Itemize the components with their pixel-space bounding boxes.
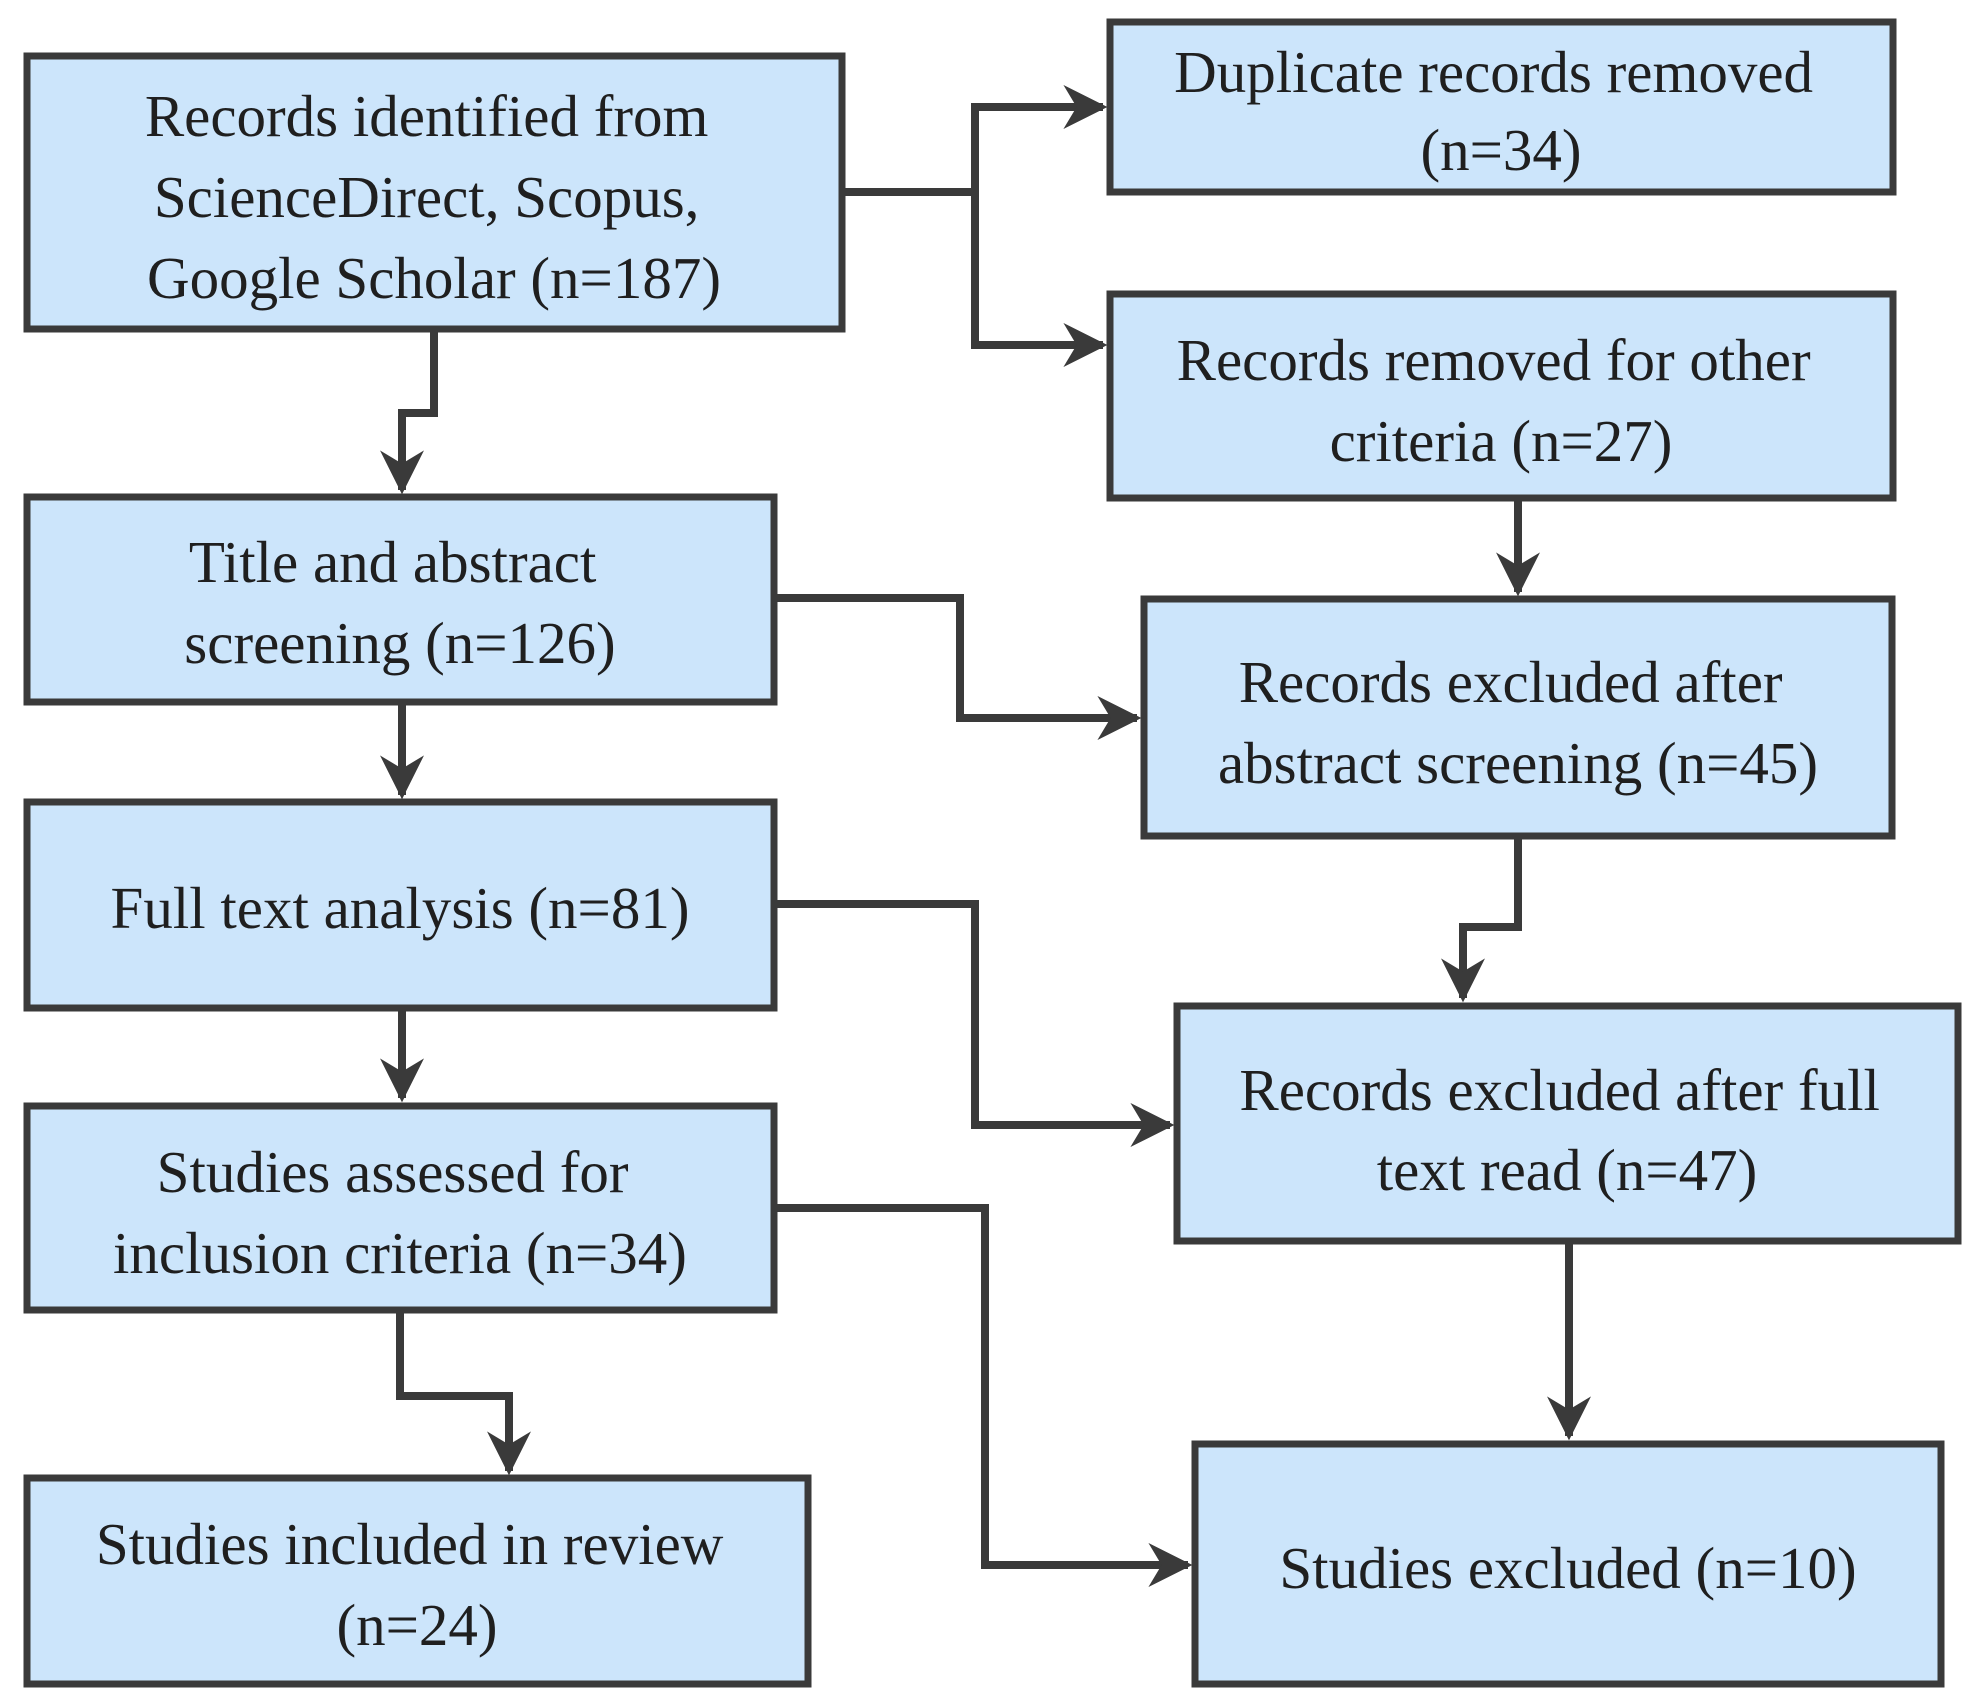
node-excluded-abstract-box bbox=[1140, 595, 1896, 840]
node-included-line-1: Studies included in review bbox=[96, 1511, 724, 1577]
node-included: Studies included in review (n=24) bbox=[23, 1474, 812, 1688]
node-assessed-box bbox=[23, 1102, 778, 1314]
node-removed-other: Records removed for other criteria (n=27… bbox=[1106, 290, 1897, 502]
node-excluded-abstract-label: Records excluded after abstract screenin… bbox=[1218, 649, 1818, 796]
node-records-identified-line-1: Records identified from bbox=[145, 83, 709, 149]
node-assessed: Studies assessed for inclusion criteria … bbox=[23, 1102, 778, 1314]
node-full-text-line-1: Full text analysis (n=81) bbox=[111, 875, 690, 941]
node-excluded-studies-line-1: Studies excluded (n=10) bbox=[1279, 1535, 1856, 1601]
node-excluded-fulltext-line-2: text read (n=47) bbox=[1377, 1137, 1758, 1203]
node-assessed-line-1: Studies assessed for bbox=[157, 1139, 629, 1205]
arrow-assessed-to-excluded-studies bbox=[774, 1204, 1193, 1587]
node-removed-other-line-2: criteria (n=27) bbox=[1330, 408, 1673, 474]
arrow-fulltext-to-excluded-fulltext bbox=[774, 900, 1175, 1147]
arrow-identified-to-duplicates bbox=[842, 85, 1108, 196]
node-excluded-fulltext-line-1: Records excluded after full bbox=[1239, 1057, 1880, 1123]
node-title-abstract: Title and abstract screening (n=126) bbox=[23, 493, 778, 706]
node-full-text-label: Full text analysis (n=81) bbox=[111, 875, 690, 941]
node-duplicates-removed-label: Duplicate records removed (n=34) bbox=[1174, 39, 1828, 183]
node-excluded-fulltext: Records excluded after full text read (n… bbox=[1173, 1002, 1962, 1245]
node-excluded-studies: Studies excluded (n=10) bbox=[1191, 1440, 1945, 1688]
node-title-abstract-line-1: Title and abstract bbox=[189, 529, 597, 595]
arrow-screening-to-excluded-abstract bbox=[774, 594, 1142, 740]
node-records-identified-line-3: Google Scholar (n=187) bbox=[147, 245, 721, 311]
node-title-abstract-box bbox=[23, 493, 778, 706]
node-title-abstract-label: Title and abstract screening (n=126) bbox=[184, 529, 615, 676]
node-excluded-studies-label: Studies excluded (n=10) bbox=[1279, 1535, 1856, 1601]
node-records-identified: Records identified from ScienceDirect, S… bbox=[23, 52, 846, 333]
arrow-assessed-to-included bbox=[396, 1312, 531, 1476]
node-duplicates-removed: Duplicate records removed (n=34) bbox=[1106, 18, 1897, 196]
node-removed-other-box bbox=[1106, 290, 1897, 502]
connectors bbox=[380, 85, 1591, 1587]
arrow-excluded-abstract-to-excluded-fulltext bbox=[1441, 838, 1522, 1003]
node-removed-other-line-1: Records removed for other bbox=[1177, 327, 1811, 393]
arrow-identified-to-screening bbox=[380, 331, 438, 495]
node-duplicates-removed-line-1: Duplicate records removed bbox=[1174, 39, 1813, 105]
node-assessed-label: Studies assessed for inclusion criteria … bbox=[113, 1139, 687, 1286]
node-excluded-abstract: Records excluded after abstract screenin… bbox=[1140, 595, 1896, 840]
node-assessed-line-2: inclusion criteria (n=34) bbox=[113, 1220, 687, 1286]
node-excluded-abstract-line-2: abstract screening (n=45) bbox=[1218, 730, 1818, 796]
node-records-identified-line-2: ScienceDirect, Scopus, bbox=[154, 164, 700, 230]
node-excluded-abstract-line-1: Records excluded after bbox=[1239, 649, 1783, 715]
node-records-identified-box bbox=[23, 52, 846, 333]
node-excluded-fulltext-label: Records excluded after full text read (n… bbox=[1239, 1057, 1894, 1203]
node-full-text: Full text analysis (n=81) bbox=[23, 798, 778, 1012]
node-duplicates-removed-box bbox=[1106, 18, 1897, 196]
node-records-identified-label: Records identified from ScienceDirect, S… bbox=[145, 83, 723, 311]
node-removed-other-label: Records removed for other criteria (n=27… bbox=[1177, 327, 1826, 474]
node-title-abstract-line-2: screening (n=126) bbox=[184, 610, 615, 676]
node-excluded-studies-box bbox=[1191, 1440, 1945, 1688]
node-included-box bbox=[23, 1474, 812, 1688]
node-full-text-box bbox=[23, 798, 778, 1012]
node-included-label: Studies included in review (n=24) bbox=[96, 1511, 738, 1658]
node-duplicates-removed-line-2: (n=34) bbox=[1420, 117, 1581, 183]
node-included-line-2: (n=24) bbox=[336, 1592, 497, 1658]
node-excluded-fulltext-box bbox=[1173, 1002, 1962, 1245]
arrow-identified-to-removed-other bbox=[971, 192, 1108, 367]
